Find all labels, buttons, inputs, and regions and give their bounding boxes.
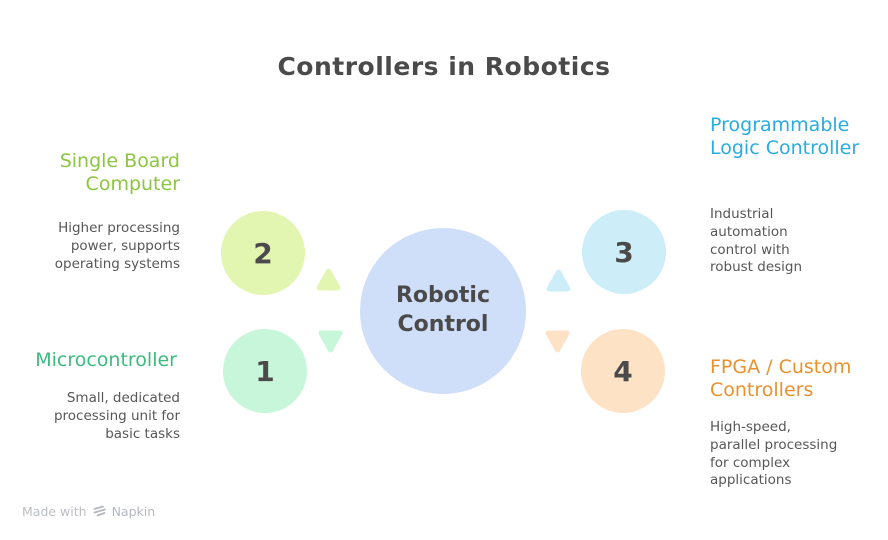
description-single-board-computer: Higher processing power, supports operat… [54,220,180,272]
node-number-4: 4 [613,354,633,388]
description-programmable-logic-controller: Industrial automation control with robus… [710,206,803,276]
made-with-label: Made with [22,504,87,519]
heading-programmable-logic-controller: Programmable Logic Controller [710,114,860,160]
node-circle-1: 1 [223,329,307,413]
triangle-up-right-icon [546,269,571,292]
node-circle-2: 2 [221,211,305,295]
triangle-down-right-shape [545,330,570,353]
triangle-down-right-icon [545,330,570,353]
node-number-2: 2 [253,236,273,270]
napkin-brand-label: Napkin [111,504,156,519]
description-fpga-custom-controllers: High-speed, parallel processing for comp… [710,419,838,489]
node-number-3: 3 [614,235,634,269]
node-circle-3: 3 [582,210,666,294]
node-number-1: 1 [255,354,275,388]
center-hub-label: Robotic Control [395,283,490,337]
made-with-napkin-footer: Made with Napkin [22,504,155,519]
heading-single-board-computer: Single Board Computer [59,150,180,196]
triangle-down-left-icon [318,330,343,353]
description-microcontroller: Small, dedicated processing unit for bas… [53,390,180,442]
triangle-up-right-shape [546,269,571,292]
diagram-title: Controllers in Robotics [277,52,611,81]
node-circle-4: 4 [581,329,665,413]
triangle-up-left-shape [316,268,341,291]
napkin-logo-icon [93,505,106,517]
center-hub-circle: Robotic Control [360,228,526,394]
heading-fpga-custom-controllers: FPGA / Custom Controllers [710,356,852,402]
triangle-down-left-shape [318,330,343,353]
heading-microcontroller: Microcontroller [35,349,177,371]
triangle-up-left-icon [316,268,341,291]
